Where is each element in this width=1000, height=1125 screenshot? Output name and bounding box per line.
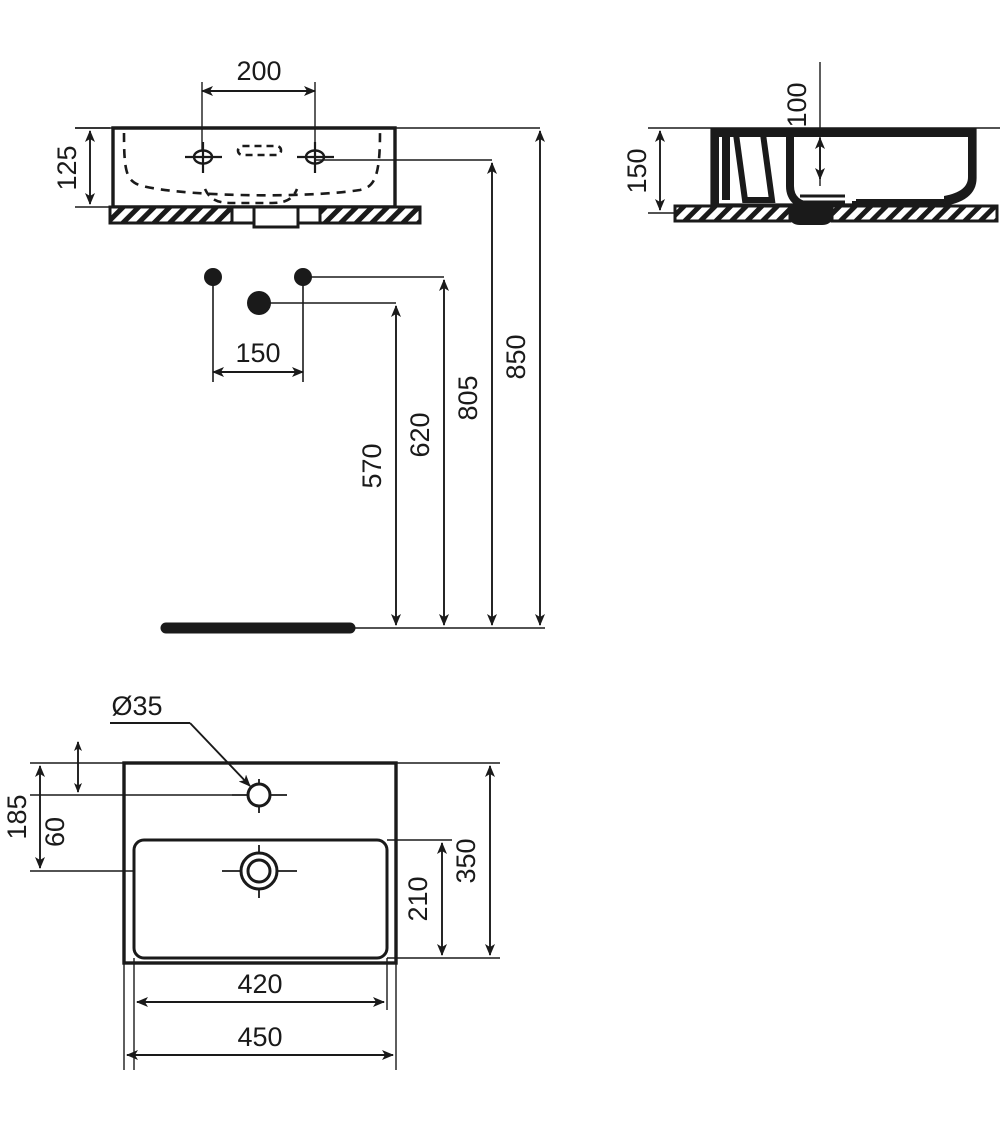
dimension-450: 450	[126, 1022, 394, 1060]
dimension-350: 350	[451, 765, 495, 956]
dimension-125-label: 125	[52, 145, 82, 190]
dimension-570: 570	[357, 305, 401, 626]
basin-left-wall-section	[712, 130, 719, 205]
trap-outlet	[790, 206, 832, 225]
dimension-620-label: 620	[405, 412, 435, 457]
dimension-805-label: 805	[453, 375, 483, 420]
basin-rim-section	[712, 130, 975, 137]
dimension-620: 620	[405, 279, 449, 626]
dimension-150-supply-label: 150	[235, 338, 280, 368]
dimension-150-supply: 150	[212, 338, 304, 377]
side-worktop-section	[673, 204, 999, 223]
support-bracket	[722, 136, 730, 200]
trap-pipe	[786, 134, 836, 210]
dimension-100: 100	[782, 62, 825, 186]
dimension-185-label: 185	[2, 794, 32, 839]
basin-right-wall-section	[944, 137, 975, 203]
dimension-210-label: 210	[403, 876, 433, 921]
dimension-60: 60	[40, 741, 82, 847]
dimension-185: 185	[2, 765, 45, 869]
tap-hole-right-icon	[297, 142, 334, 173]
front-elevation-view: 200 125	[52, 56, 540, 229]
bowl-profile-hidden-line	[122, 132, 382, 197]
dimension-100-label: 100	[782, 82, 812, 127]
dimension-150-side: 150	[622, 130, 665, 211]
dimension-350-label: 350	[451, 838, 481, 883]
dimension-60-label: 60	[40, 817, 70, 847]
basin-underside-line	[856, 199, 944, 206]
tap-hole-left-icon	[185, 142, 222, 173]
plan-view: Ø35 60 185 210	[2, 691, 500, 1070]
trap-detail-lines	[800, 194, 845, 204]
installation-heights-view: 150 570 620 805 850	[160, 130, 545, 634]
dimension-450-label: 450	[237, 1022, 282, 1052]
dimension-200: 200	[201, 56, 316, 150]
dimension-210: 210	[403, 842, 447, 956]
dimension-850-label: 850	[501, 334, 531, 379]
dimension-850: 850	[501, 130, 545, 626]
dimension-125: 125	[52, 127, 110, 208]
worktop-section	[108, 205, 422, 229]
pedestal-profile	[732, 131, 776, 203]
side-section-view: 150 100	[622, 62, 1000, 225]
callout-diameter-35-label: Ø35	[111, 691, 162, 721]
dimension-805: 805	[453, 162, 497, 626]
waste-hole-plan-icon	[222, 845, 297, 898]
dimension-420-label: 420	[237, 969, 282, 999]
callout-diameter-35: Ø35	[110, 691, 251, 787]
bowl-plan-outline	[132, 838, 389, 960]
dimension-570-label: 570	[357, 443, 387, 488]
dimension-150-side-label: 150	[622, 148, 652, 193]
dimension-420: 420	[136, 969, 385, 1007]
dimension-200-label: 200	[236, 56, 281, 86]
overflow-slot-icon	[236, 144, 283, 157]
basin-front-outline	[111, 126, 397, 209]
tap-hole-plan-icon	[232, 779, 287, 813]
